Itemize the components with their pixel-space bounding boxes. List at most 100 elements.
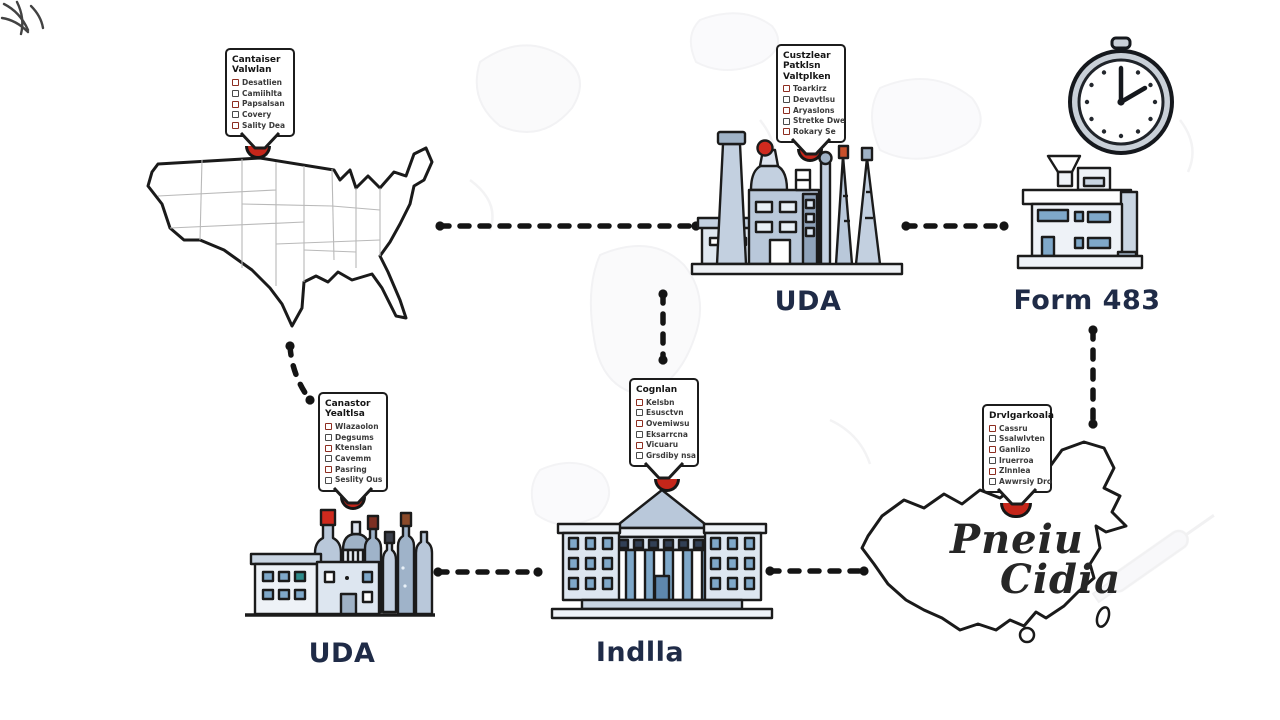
checklist-item-label: Awwrsiy Dro [999, 476, 1052, 486]
background-world-map-sketch [469, 12, 1215, 604]
checkbox-icon [232, 89, 239, 97]
label-factory-top: UDA [774, 286, 842, 317]
china-map-icon [860, 440, 1128, 644]
checklist-item-label: Ganlizo [999, 444, 1031, 454]
checkbox-icon [989, 456, 996, 464]
checkbox-icon [636, 452, 643, 460]
callout-title: Patklsn [783, 61, 821, 72]
checklist-item: Iruerroa [989, 457, 1046, 465]
checklist-item: Rokary Se [783, 128, 840, 136]
checklist-item: Stretke Dwe [783, 117, 845, 125]
checkbox-icon [783, 117, 790, 125]
checklist-item: Sality Dea [232, 122, 289, 130]
checklist-item-label: Desatlien [242, 77, 282, 87]
label-india: Indlla [595, 637, 685, 668]
checklist-item-label: Devavtlsu [793, 94, 836, 104]
corner-doodle [0, 0, 45, 36]
chemical-plant-icon [690, 130, 904, 276]
callout-pointer [239, 132, 281, 150]
checklist-item-label: Pasring [335, 464, 367, 474]
hainan-shape [1018, 626, 1036, 644]
syringe-sketch [1091, 514, 1215, 604]
checklist-item-label: Cassru [999, 423, 1028, 433]
checklist-item-label: Vicuaru [646, 440, 679, 450]
checkbox-icon [636, 398, 643, 406]
callout-title: Cognlan [636, 385, 678, 395]
checkbox-icon [325, 455, 332, 463]
checklist-item-label: Camiihlta [242, 88, 283, 98]
checklist-item-label: Esusctvn [646, 408, 684, 418]
checklist-item-label: Toarkirz [793, 84, 827, 94]
checklist-item: Toarkirz [783, 85, 840, 93]
checklist-item-label: Iruerroa [999, 455, 1034, 465]
checklist-item-label: Sality Dea [242, 120, 286, 130]
checklist-item-label: Wlazaolon [335, 421, 379, 431]
connector-end-dots [285, 221, 1098, 577]
checklist-item-label: Rokary Se [793, 126, 836, 136]
checklist-item: Awwrsiy Dro [989, 478, 1052, 486]
usa-map-icon [146, 146, 434, 328]
checklist-item: Ktenslan [325, 444, 382, 452]
callout-pointer [643, 462, 685, 480]
checklist-item-label: Aryaslons [793, 105, 835, 115]
checklist-item-label: Cavemm [335, 453, 372, 463]
checklist-item-label: Eksarrcna [646, 429, 688, 439]
checklist-item: Ssalwlvten [989, 435, 1046, 443]
dotted-connectors [287, 223, 1096, 575]
checkbox-icon [989, 467, 996, 475]
taiwan-shape [1095, 606, 1111, 628]
checkbox-icon [232, 100, 239, 108]
checkbox-icon [783, 85, 790, 93]
checkbox-icon [783, 96, 790, 104]
callout-factory-top-checklist: Custzlear Patklsn Valtplken Toarkirz Dev… [776, 44, 846, 156]
checkbox-icon [636, 420, 643, 428]
checkbox-icon [232, 121, 239, 129]
checklist-item: Zlnnlea [989, 467, 1046, 475]
checkbox-icon [325, 465, 332, 473]
checkbox-icon [783, 128, 790, 136]
checklist-item-label: Degsums [335, 432, 374, 442]
checkbox-icon [783, 106, 790, 114]
checkbox-icon [325, 433, 332, 441]
checklist-item: Camiihlta [232, 90, 289, 98]
checklist-item: Ovemiwsu [636, 420, 693, 428]
callout-pointer [332, 486, 374, 505]
checkbox-icon [636, 441, 643, 449]
checklist-item: Aryaslons [783, 107, 840, 115]
label-form-483: Form 483 [1013, 285, 1161, 316]
checklist-item: Cassru [989, 425, 1046, 433]
callout-title: Cantaiser [232, 55, 281, 65]
checkbox-icon [325, 444, 332, 452]
checkbox-icon [232, 79, 239, 87]
checklist-item-label: Ktenslan [335, 443, 373, 453]
callout-title: Custzlear [783, 51, 831, 61]
callout-title: Valwlan [232, 65, 272, 76]
checklist-item: Kelsbn [636, 399, 693, 407]
checklist-item-label: Seslity Ous [335, 475, 383, 485]
callout-title: Drvlgarkoala [989, 411, 1054, 421]
callout-china-checklist: Drvlgarkoala Cassru Ssalwlvten Ganlizo I… [982, 404, 1054, 506]
checkbox-icon [325, 423, 332, 431]
checklist-item-label: Stretke Dwe [793, 116, 846, 126]
callout-india-checklist: Cognlan Kelsbn Esusctvn Ovemiwsu Eksarrc… [629, 378, 699, 480]
checklist-item-label: Grsdiby nsa [646, 450, 696, 460]
checklist-item: Cavemm [325, 455, 382, 463]
callout-pointer [790, 138, 832, 156]
checkbox-icon [989, 478, 996, 486]
checklist-item-label: Zlnnlea [999, 466, 1031, 476]
clock-icon [1068, 36, 1174, 155]
checkbox-icon [325, 476, 332, 484]
checkbox-icon [636, 430, 643, 438]
checklist-item: Papsalsan [232, 100, 289, 108]
checklist-item: Degsums [325, 434, 382, 442]
label-china-script-line2: Cidia [1000, 556, 1122, 603]
checklist-item: Seslity Ous [325, 476, 382, 484]
checklist-item: Devavtlsu [783, 96, 840, 104]
checklist-item: Esusctvn [636, 409, 693, 417]
callout-factory-bottom-checklist: Canastor Yealtlsa Wlazaolon Degsums Kten… [318, 392, 388, 505]
office-building-icon [1016, 154, 1144, 270]
checkbox-icon [989, 446, 996, 454]
label-china-script-line1: Pneiu [950, 516, 1084, 563]
